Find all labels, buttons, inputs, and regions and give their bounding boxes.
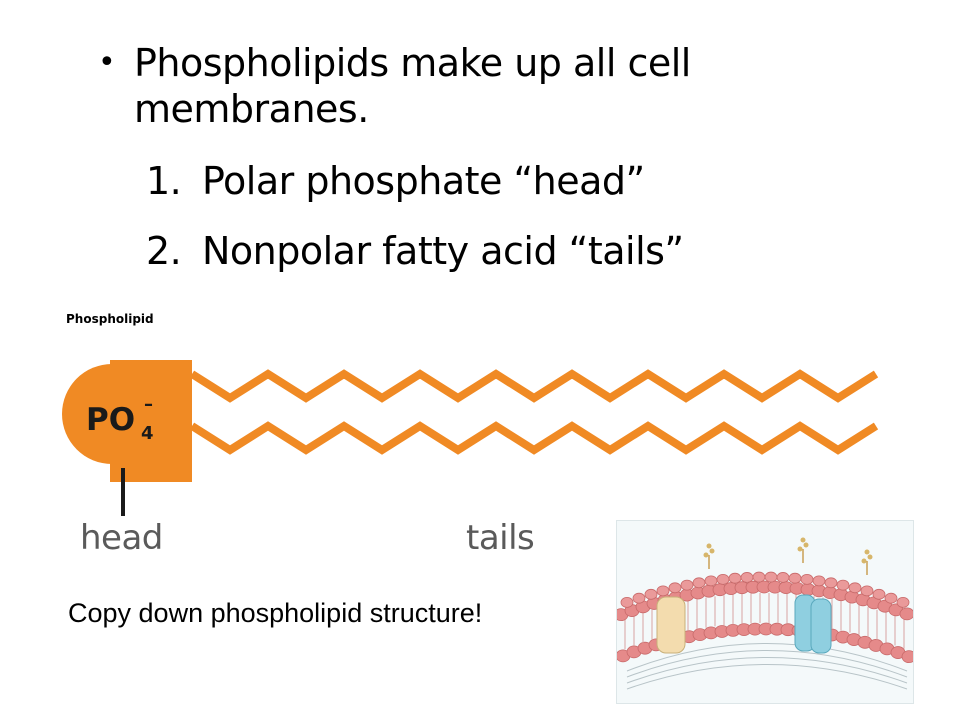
fatty-acid-tail-1	[189, 369, 879, 403]
numbered-item-1: 1. Polar phosphate “head”	[146, 158, 645, 204]
item-text: Nonpolar fatty acid “tails”	[202, 229, 684, 273]
numbered-item-2: 2. Nonpolar fatty acid “tails”	[146, 228, 684, 274]
cell-membrane-illustration-icon	[617, 537, 913, 690]
bullet-block: • Phospholipids make up all cell membran…	[96, 40, 816, 132]
formula-superscript: –	[144, 394, 153, 415]
fatty-acid-tail-2	[189, 421, 879, 455]
cell-membrane-image	[616, 520, 914, 704]
formula-main: PO	[86, 402, 135, 438]
item-number: 2.	[146, 229, 182, 273]
phospholipid-diagram: PO 4 –	[62, 360, 879, 516]
head-label: head	[80, 518, 163, 558]
caption-text: Copy down phospholipid structure!	[68, 598, 483, 628]
item-number: 1.	[146, 159, 182, 203]
bullet-text: Phospholipids make up all cell membranes…	[134, 41, 691, 131]
item-text: Polar phosphate “head”	[202, 159, 645, 203]
phospholipid-head	[62, 360, 192, 482]
formula-subscript: 4	[141, 423, 154, 444]
bullet-item: • Phospholipids make up all cell membran…	[96, 40, 816, 132]
bullet-dot-icon: •	[98, 45, 116, 80]
tails-label: tails	[466, 518, 535, 558]
diagram-title: Phospholipid	[66, 312, 154, 326]
